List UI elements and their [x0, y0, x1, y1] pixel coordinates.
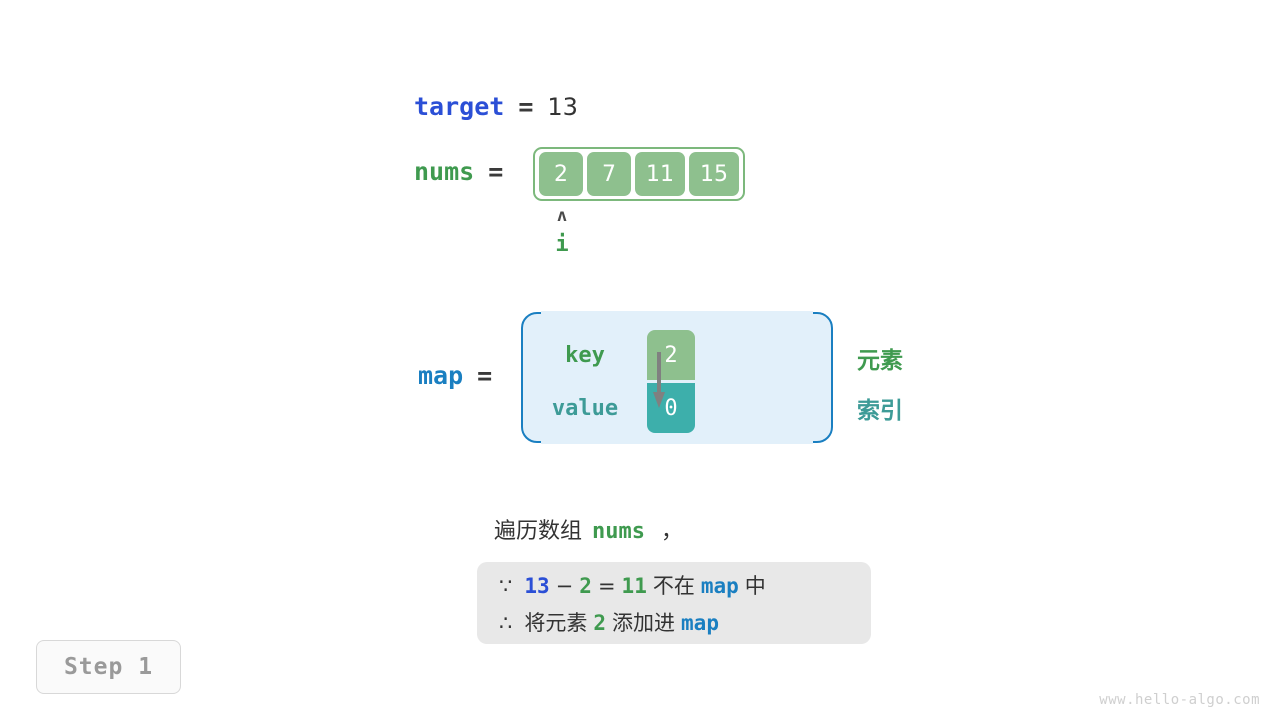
note2-element-value: 2 [593, 610, 607, 635]
site-watermark: www.hello-algo.com [1099, 692, 1260, 708]
array-cell-1: 7 [587, 152, 631, 196]
note1-complement: 11 [621, 573, 647, 598]
caption-code-nums: nums [592, 519, 645, 544]
target-variable-name: target [414, 92, 505, 121]
map-key-cell: 2 [647, 330, 695, 380]
note2-map-name: map [681, 610, 719, 635]
target-assignment: target = 13 [414, 92, 578, 121]
note1-minus-sign: − [555, 573, 574, 598]
note2-text-prefix: 将元素 [524, 610, 588, 635]
caption-text: 遍历数组 nums ， [494, 513, 683, 545]
index-pointer: ʌ i [538, 208, 586, 256]
nums-variable-name: nums [414, 157, 475, 186]
note1-target-value: 13 [524, 573, 550, 598]
map-equals-sign: = [477, 361, 493, 390]
because-symbol: ∵ [499, 573, 513, 598]
map-container: key 2 value 0 [521, 311, 833, 444]
nums-assignment: nums = [414, 157, 503, 186]
legend-element-label: 元素 [857, 348, 903, 374]
explanation-line-1: ∵ 13 − 2 = 11 不在 map 中 [499, 570, 849, 600]
legend-index-label: 索引 [857, 398, 903, 424]
map-value-label: value [551, 395, 619, 421]
note1-equals-sign: = [597, 573, 616, 598]
pointer-variable-label: i [555, 232, 569, 257]
map-value-row: value 0 [523, 383, 831, 433]
array-cell-2: 11 [635, 152, 685, 196]
target-value: 13 [547, 93, 578, 121]
nums-equals-sign: = [488, 157, 504, 186]
target-equals-sign: = [518, 92, 534, 121]
step-badge: Step 1 [36, 640, 181, 694]
pointer-caret-icon: ʌ [556, 206, 568, 226]
map-key-row: key 2 [523, 330, 831, 380]
caption-suffix: ， [661, 519, 684, 544]
therefore-symbol: ∴ [499, 610, 513, 635]
note2-text-middle: 添加进 [612, 610, 676, 635]
array-cell-3: 15 [689, 152, 739, 196]
map-key-label: key [565, 342, 605, 368]
array-container: 2 7 11 15 [533, 147, 745, 201]
caption-prefix: 遍历数组 [494, 519, 583, 544]
map-variable-name: map [418, 361, 464, 390]
note1-not-in-text: 不在 [652, 573, 695, 598]
note1-tail-text: 中 [744, 573, 766, 598]
explanation-line-2: ∴ 将元素 2 添加进 map [499, 607, 849, 637]
note1-map-name: map [700, 573, 739, 598]
array-cell-0: 2 [539, 152, 583, 196]
note1-current-element: 2 [579, 573, 592, 598]
explanation-box: ∵ 13 − 2 = 11 不在 map 中 ∴ 将元素 2 添加进 map [477, 562, 871, 644]
map-value-cell: 0 [647, 383, 695, 433]
map-assignment: map = [418, 361, 492, 390]
